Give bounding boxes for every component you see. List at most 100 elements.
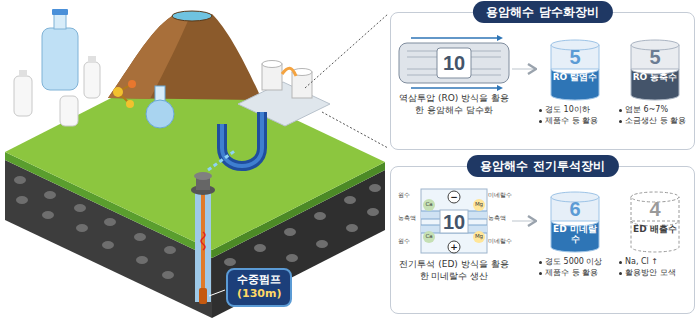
device-number: 10 bbox=[443, 212, 465, 232]
bullet-dot bbox=[539, 272, 542, 275]
bullet-dot bbox=[539, 120, 542, 123]
bullet-text: 경도 5000 이상 bbox=[545, 257, 602, 268]
tank-top bbox=[262, 61, 282, 68]
panel-heading: 용암해수 전기투석장비 bbox=[466, 155, 618, 177]
bullet-dot bbox=[619, 272, 622, 275]
bullet-row: 소금생산 등 활용 bbox=[617, 116, 693, 127]
pump-depth: (130m) bbox=[237, 287, 281, 301]
bullet-row: 염분 6~7% bbox=[617, 105, 693, 116]
ion-symbol: − bbox=[450, 193, 458, 202]
cylinder-shape: 4 ED 배출수 bbox=[630, 191, 680, 253]
callout-leader bbox=[305, 14, 388, 88]
callout-leader bbox=[322, 112, 388, 148]
bullet-text: 제품수 등 활용 bbox=[545, 268, 598, 279]
bullet-dot bbox=[539, 109, 542, 112]
ion-symbol: Ca bbox=[425, 202, 432, 208]
volume-number: 6 bbox=[550, 199, 600, 219]
molecule-atom bbox=[126, 100, 134, 108]
water-flow bbox=[208, 150, 236, 170]
small-bottle-cap bbox=[88, 56, 96, 63]
pump-name: 수중펌프 bbox=[237, 273, 281, 287]
bullet-list: 경도 5000 이상제품수 등 활용 bbox=[537, 257, 613, 279]
crater-lake bbox=[172, 11, 212, 21]
bullet-list: 경도 10이하제품수 등 활용 bbox=[537, 105, 613, 127]
volcano-light-side bbox=[108, 16, 190, 99]
volcano bbox=[108, 14, 262, 100]
cylinder-shape: 5 RO 탈염수 bbox=[550, 39, 600, 101]
ed-device: 10전기투석 (ED) 방식을 활용한 미네랄수 생산원수농축액원수미네랄수농축… bbox=[397, 185, 511, 282]
bullet-list: 염분 6~7%소금생산 등 활용 bbox=[617, 105, 693, 127]
stream-label: 농축액 bbox=[488, 216, 506, 222]
bottle-cap bbox=[52, 9, 68, 15]
bottle-neck bbox=[54, 14, 66, 29]
bullet-dot bbox=[619, 261, 622, 264]
panel-heading: 용암해수 담수화장비 bbox=[472, 1, 612, 23]
ion-symbol: Mg bbox=[475, 202, 483, 208]
bullet-text: Na, Cl ↑ bbox=[625, 257, 658, 268]
cylinder-shape: 5RO 농축수 bbox=[630, 39, 680, 101]
submersible-pump bbox=[199, 288, 207, 304]
wellhead-top bbox=[194, 172, 212, 180]
bullet-dot bbox=[619, 109, 622, 112]
device-number: 10 bbox=[443, 53, 465, 73]
bullet-dot bbox=[539, 261, 542, 264]
stream-label: 원수 bbox=[398, 239, 410, 245]
water-bottle bbox=[42, 28, 78, 90]
molecule-atom bbox=[128, 80, 136, 88]
bullet-row: 경도 10이하 bbox=[537, 105, 613, 116]
bullet-list: Na, Cl ↑활용방안 모색 bbox=[617, 257, 693, 279]
stream-label: 원수 bbox=[398, 193, 410, 199]
output-cylinder: 6 ED 미네랄수경도 5000 이상제품수 등 활용 bbox=[537, 191, 613, 279]
tank-pipe bbox=[282, 68, 296, 76]
facility-pad bbox=[238, 82, 330, 126]
ion-symbol: Ca bbox=[425, 234, 432, 240]
bullet-row: 경도 5000 이상 bbox=[537, 257, 613, 268]
method-caption: 역삼투압 (RO) 방식을 활용한 용암해수 담수화 bbox=[397, 93, 511, 116]
flow-chevron bbox=[512, 68, 536, 70]
bullet-row: 제품수 등 활용 bbox=[537, 116, 613, 127]
flow-chevron bbox=[512, 220, 536, 222]
method-caption: 전기투석 (ED) 방식을 활용한 미네랄수 생산 bbox=[397, 259, 511, 282]
bullet-row: 제품수 등 활용 bbox=[537, 268, 613, 279]
ion-symbol: Mg bbox=[475, 234, 483, 240]
bullet-dot bbox=[619, 120, 622, 123]
bullet-row: Na, Cl ↑ bbox=[617, 257, 693, 268]
bullet-row: 활용방안 모색 bbox=[617, 268, 693, 279]
volume-number: 5 bbox=[630, 47, 680, 67]
pump-label-box: 수중펌프(130m) bbox=[226, 268, 292, 307]
product-name: ED 배출수 bbox=[632, 224, 678, 234]
small-bottle-cap bbox=[19, 70, 27, 77]
output-cylinder: 5RO 농축수염분 6~7%소금생산 등 활용 bbox=[617, 39, 693, 127]
ro-device: 10 역삼투압 (RO) 방식을 활용한 용암해수 담수화 bbox=[397, 35, 511, 116]
u-pipe-highlight bbox=[222, 112, 262, 166]
stream-label: 농축액 bbox=[398, 216, 416, 222]
product-name: RO 탈염수 bbox=[552, 72, 598, 82]
product-name: ED 미네랄수 bbox=[552, 224, 598, 245]
water-wave bbox=[201, 232, 205, 250]
equipment-panel: 용암해수 담수화장비10역삼투압 (RO) 방식을 활용한 용암해수 담수화5R… bbox=[390, 12, 695, 150]
pump-leader bbox=[209, 290, 225, 296]
output-cylinder: 5 RO 탈염수경도 10이하제품수 등 활용 bbox=[537, 39, 613, 127]
volume-number: 4 bbox=[630, 199, 680, 219]
stream-label: 미네랄수 bbox=[488, 193, 512, 199]
volume-number: 5 bbox=[550, 47, 600, 67]
stream-label: 미네랄수 bbox=[488, 239, 512, 245]
bullet-text: 제품수 등 활용 bbox=[545, 116, 598, 127]
bullet-text: 활용방안 모색 bbox=[625, 268, 676, 279]
bullet-text: 소금생산 등 활용 bbox=[625, 116, 686, 127]
cylinder-shape: 6 ED 미네랄수 bbox=[550, 191, 600, 253]
output-cylinder: 4 ED 배출수 Na, Cl ↑활용방안 모색 bbox=[617, 191, 693, 279]
u-pipe bbox=[222, 112, 262, 166]
well-cutaway bbox=[195, 192, 211, 302]
small-bottle bbox=[14, 76, 32, 116]
small-bottle bbox=[60, 96, 78, 126]
pump-pipe bbox=[201, 192, 205, 290]
bullet-text: 경도 10이하 bbox=[545, 105, 590, 116]
molecule-atom bbox=[113, 87, 123, 97]
ion-symbol: + bbox=[450, 243, 458, 252]
flask bbox=[146, 100, 174, 128]
small-bottle bbox=[84, 62, 100, 98]
equipment-panel: 용암해수 전기투석장비10전기투석 (ED) 방식을 활용한 미네랄수 생산원수… bbox=[390, 166, 695, 314]
bullet-text: 염분 6~7% bbox=[625, 105, 668, 116]
